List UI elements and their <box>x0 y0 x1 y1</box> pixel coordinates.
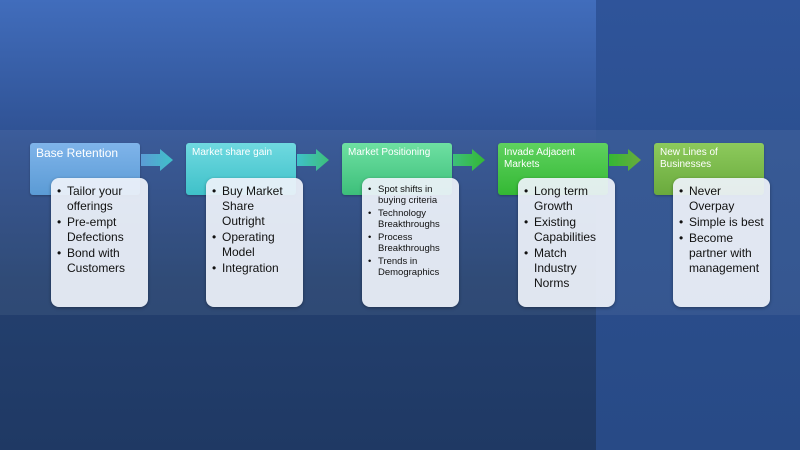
arrow-right-icon <box>453 149 485 171</box>
bullet-item: Spot shifts in buying criteria <box>368 184 455 206</box>
bullet-item: Bond with Customers <box>57 246 144 276</box>
bullet-item: Existing Capabilities <box>524 215 611 245</box>
bullet-item: Match Industry Norms <box>524 246 611 291</box>
bullet-item: Buy Market Share Outright <box>212 184 299 229</box>
step-title: Market share gain <box>192 147 273 158</box>
bullet-list: Spot shifts in buying criteria Technolog… <box>368 184 455 278</box>
step-card-new-lines-of-businesses: Never Overpay Simple is best Become part… <box>673 178 770 307</box>
bullet-list: Buy Market Share Outright Operating Mode… <box>212 184 299 276</box>
step-title: Market Positioning <box>348 147 431 158</box>
bullet-list: Long term Growth Existing Capabilities M… <box>524 184 611 291</box>
step-card-invade-adjacent-markets: Long term Growth Existing Capabilities M… <box>518 178 615 307</box>
bullet-item: Trends in Demographics <box>368 256 455 278</box>
bullet-item: Integration <box>212 261 299 276</box>
bullet-item: Operating Model <box>212 230 299 260</box>
bullet-item: Long term Growth <box>524 184 611 214</box>
bullet-list: Tailor your offerings Pre-empt Defection… <box>57 184 144 276</box>
bullet-item: Technology Breakthroughs <box>368 208 455 230</box>
step-card-base-retention: Tailor your offerings Pre-empt Defection… <box>51 178 148 307</box>
bullet-item: Simple is best <box>679 215 766 230</box>
step-card-market-share-gain: Buy Market Share Outright Operating Mode… <box>206 178 303 307</box>
arrow-right-icon <box>141 149 173 171</box>
arrow-right-icon <box>297 149 329 171</box>
bullet-item: Never Overpay <box>679 184 766 214</box>
step-title: New Lines of Businesses <box>660 147 718 170</box>
step-title: Base Retention <box>36 146 119 160</box>
arrow-right-icon <box>609 149 641 171</box>
bullet-item: Tailor your offerings <box>57 184 144 214</box>
bullet-item: Become partner with management <box>679 231 766 276</box>
step-title: Invade Adjacent Markets <box>504 147 576 170</box>
bullet-item: Pre-empt Defections <box>57 215 144 245</box>
bullet-item: Process Breakthroughs <box>368 232 455 254</box>
bullet-list: Never Overpay Simple is best Become part… <box>679 184 766 276</box>
step-card-market-positioning: Spot shifts in buying criteria Technolog… <box>362 178 459 307</box>
